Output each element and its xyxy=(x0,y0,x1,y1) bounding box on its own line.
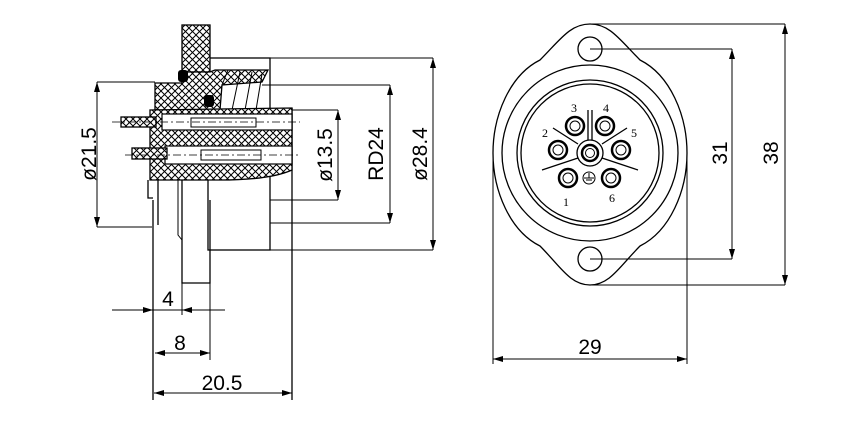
contact xyxy=(190,117,257,128)
ground-symbol-icon xyxy=(582,171,596,185)
pin-label-5: 5 xyxy=(631,126,637,140)
solder-pin-lower xyxy=(131,147,168,160)
edge-line xyxy=(177,180,183,241)
dim-label-28-4: ø28.4 xyxy=(409,127,432,181)
screw xyxy=(178,70,188,82)
pin-6 xyxy=(600,167,622,189)
extension-lines xyxy=(492,23,785,364)
insert-ribs xyxy=(541,110,639,171)
pin-center-collar xyxy=(576,139,604,167)
top-tab xyxy=(181,24,211,73)
side-view: ø21.5 ø13.5 RD24 ø28.4 4 8 20.5 xyxy=(78,24,436,400)
flange-outline xyxy=(492,23,688,286)
pin-label-2: 2 xyxy=(542,126,548,140)
dim-label-8: 8 xyxy=(174,332,186,355)
insert-ring-outer xyxy=(516,79,664,227)
body-left-edge xyxy=(147,180,159,400)
pin-4 xyxy=(594,115,616,137)
pin-3 xyxy=(564,115,586,137)
extension-lines xyxy=(97,57,433,251)
dim-label-38: 38 xyxy=(760,141,783,164)
pin-label-6: 6 xyxy=(609,191,615,205)
pin-label-3: 3 xyxy=(571,101,577,115)
screw xyxy=(204,95,214,107)
dim-label-4: 4 xyxy=(162,288,174,311)
dim-label-20-5: 20.5 xyxy=(202,372,243,395)
dim-label-31: 31 xyxy=(709,141,732,164)
dim-label-29: 29 xyxy=(578,336,601,359)
dim-label-21-5: ø21.5 xyxy=(78,127,101,181)
pin-label-4: 4 xyxy=(603,101,609,115)
pin-2 xyxy=(547,139,569,161)
housing-ring xyxy=(501,64,679,242)
pin-5 xyxy=(610,139,632,161)
pin-label-1: 1 xyxy=(563,195,569,209)
dim-label-rd24: RD24 xyxy=(365,127,388,181)
pins xyxy=(547,115,632,189)
insert-ring-inner xyxy=(520,83,660,223)
spring xyxy=(221,69,263,111)
pin-1 xyxy=(557,167,579,189)
pin-center xyxy=(580,143,600,163)
front-view: 1 2 3 4 5 6 31 38 29 xyxy=(492,23,788,364)
dim-label-13-5: ø13.5 xyxy=(314,128,337,182)
lower-body-outline xyxy=(181,180,211,284)
